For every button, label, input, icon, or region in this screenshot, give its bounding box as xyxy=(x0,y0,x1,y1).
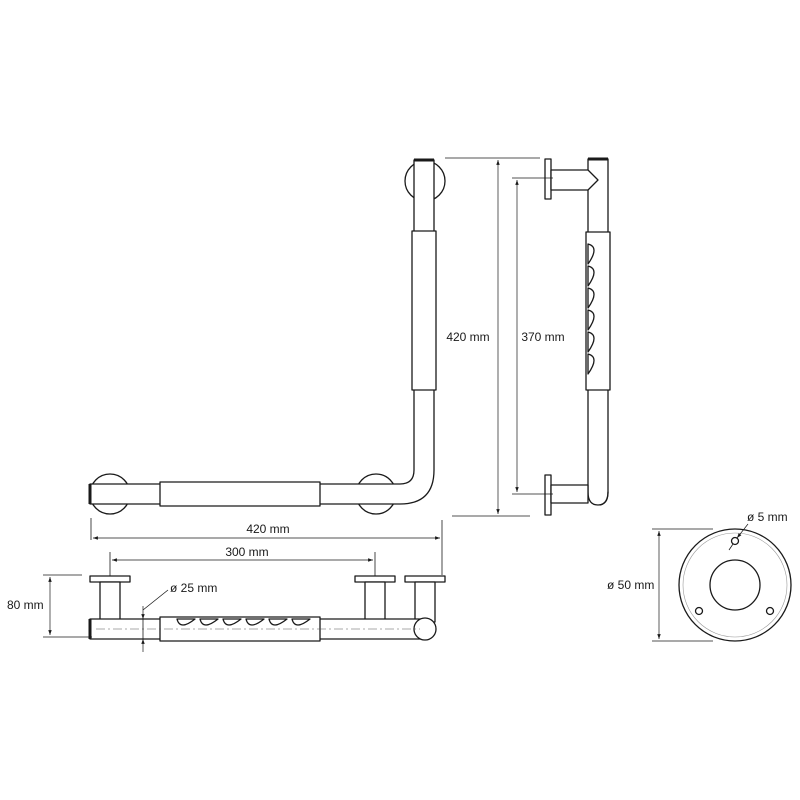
side-grip-grooves xyxy=(587,243,595,375)
dimension-side-height: 370 mm xyxy=(512,177,567,495)
front-l-tube xyxy=(89,159,435,505)
dimension-depth: 80 mm xyxy=(7,574,92,638)
dimension-rosette-diameter: ø 50 mm xyxy=(606,528,713,642)
rosette-diameter-label: ø 50 mm xyxy=(607,578,654,592)
dimension-front-height: 420 mm xyxy=(444,157,540,517)
rosette-inner-edge xyxy=(682,532,788,638)
rosette-screw-hole-right xyxy=(765,606,775,616)
top-post-right xyxy=(414,581,436,623)
side-view xyxy=(544,157,611,516)
front-vertical-grip xyxy=(411,230,437,391)
top-wall-plate-middle xyxy=(354,575,396,583)
side-bottom-flange xyxy=(544,474,552,516)
tube-diameter-label: ø 25 mm xyxy=(170,581,217,595)
depth-label: 80 mm xyxy=(7,598,44,612)
side-top-post xyxy=(550,169,599,191)
dimension-hole-diameter: ø 5 mm xyxy=(728,510,788,551)
side-bottom-post xyxy=(550,484,589,504)
side-height-label: 370 mm xyxy=(521,330,564,344)
rosette-screw-hole-top xyxy=(730,536,740,546)
front-view xyxy=(88,158,446,515)
hole-diameter-label: ø 5 mm xyxy=(747,510,788,524)
top-width-label: 420 mm xyxy=(246,522,289,536)
rosette-detail xyxy=(678,528,792,642)
dimension-tube-diameter: ø 25 mm xyxy=(141,581,217,652)
front-height-label: 420 mm xyxy=(446,330,489,344)
front-horizontal-grip xyxy=(159,481,321,507)
rosette-center-opening xyxy=(709,559,761,611)
top-wall-plate-left xyxy=(89,575,131,583)
top-dimensions: 420 mm 300 mm xyxy=(90,518,443,598)
top-grip-grooves xyxy=(176,618,311,626)
rosette-screw-hole-left xyxy=(694,606,704,616)
top-bar-end-section xyxy=(413,617,437,641)
top-span-label: 300 mm xyxy=(225,545,268,559)
side-top-flange xyxy=(544,158,552,200)
top-wall-plate-right xyxy=(404,575,446,583)
top-view xyxy=(88,575,446,642)
